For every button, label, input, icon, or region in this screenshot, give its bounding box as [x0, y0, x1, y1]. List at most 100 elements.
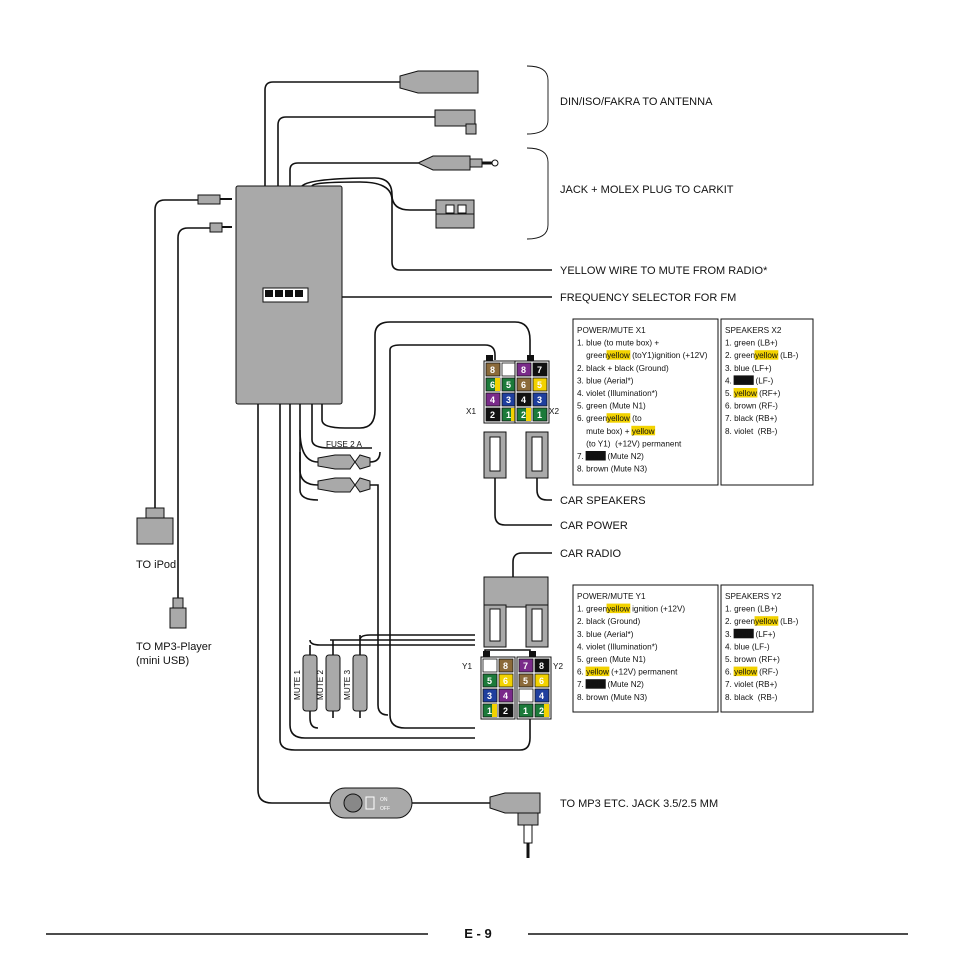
panel-text: 5. [577, 402, 586, 411]
color-highlight [606, 350, 631, 360]
connector-pin [532, 392, 548, 407]
label-mini-usb: (mini USB) [136, 655, 189, 667]
label-frequency-selector: FREQUENCY SELECTOR FOR FM [560, 292, 736, 304]
wire-antenna-fakra [277, 116, 435, 186]
ipod-audio-plugs [197, 194, 232, 233]
panel-text: 2. black (Ground) [577, 617, 641, 626]
connector-pin [498, 658, 514, 673]
panel-title: POWER/MUTE X1 [577, 326, 646, 335]
panel-text: violet [734, 680, 754, 689]
pin-number: 3 [537, 395, 542, 405]
color-highlight [631, 425, 656, 436]
panel-text: (Mute N1) [607, 402, 646, 411]
panel-text: yellow [632, 427, 655, 436]
pin-number: 4 [521, 395, 526, 405]
pin-number: 6 [521, 380, 526, 390]
page-number: E - 9 [464, 926, 491, 941]
panel-power-mute-x1: POWER/MUTE X11. blue (to mute box) + gre… [572, 318, 719, 486]
color-highlight [585, 679, 606, 689]
connector-pin [532, 407, 548, 422]
panel-text: brown [586, 693, 609, 702]
connector-pin [532, 362, 548, 377]
mini-usb-connector [169, 597, 187, 629]
pin-number: 5 [487, 676, 492, 686]
panel-text: yellow [607, 414, 630, 423]
panel-text: 5. [725, 655, 734, 664]
panel-text: 1. [725, 605, 734, 614]
panel-text: (RF-) [756, 402, 778, 411]
panel-text: green [734, 351, 755, 360]
wires [154, 81, 552, 804]
wire-x1-left [311, 404, 372, 449]
panel-title: POWER/MUTE Y1 [577, 592, 646, 601]
pin-stripe [526, 408, 531, 421]
panel-text: blue [586, 376, 602, 385]
label-mute2: MUTE 2 [316, 670, 325, 700]
connector-pin [498, 673, 514, 688]
panel-text: white [733, 376, 754, 385]
wire-x1-top [321, 321, 531, 429]
panel-text: (LF+) [753, 630, 775, 639]
pin-number: 6 [539, 676, 544, 686]
switch-on-label: ON [380, 797, 388, 803]
panel-text: 5. [577, 655, 586, 664]
wire-car-power [494, 478, 552, 526]
panel-text: 7. [577, 452, 586, 461]
panel-text: (Aerial*) [602, 376, 634, 385]
connector-pin [518, 673, 534, 688]
panel-text: 8. [577, 693, 586, 702]
frequency-dip-switch[interactable] [262, 287, 309, 303]
connector-latch [529, 651, 536, 657]
wire-mini-usb [177, 227, 210, 600]
car-power-socket [483, 431, 507, 479]
connector-pin [482, 688, 498, 703]
panel-text: (Illumination*) [605, 642, 658, 651]
connector-pin [485, 407, 501, 422]
panel-text: (LB-) [778, 617, 799, 626]
panel-text: yellow [607, 605, 630, 614]
pin-number: 4 [490, 395, 495, 405]
panel-text: 7. black (RB+) [725, 414, 777, 423]
panel-text: (RF+) [757, 389, 781, 398]
panel-text: 5. [725, 389, 734, 398]
panel-text: violet [734, 427, 754, 436]
pin-number: 7 [537, 365, 542, 375]
wire-ipod [154, 199, 198, 510]
car-radio-socket [483, 576, 549, 648]
label-y1: Y1 [462, 662, 472, 671]
mp3-jack-plug [489, 792, 541, 858]
panel-text: 1. [725, 339, 734, 348]
pin-stripe [544, 704, 549, 717]
pin-number: 3 [487, 691, 492, 701]
color-highlight [733, 388, 758, 398]
panel-title: SPEAKERS Y2 [725, 592, 782, 601]
panel-text: (Mute N3) [608, 465, 647, 474]
pin-number: 3 [506, 395, 511, 405]
connector-pin [534, 688, 550, 703]
pin-number: 5 [537, 380, 542, 390]
color-highlight [585, 666, 610, 677]
panel-text: 2. black + black (Ground) [577, 364, 669, 373]
panel-text: green [586, 655, 607, 664]
pin-number: 2 [503, 706, 508, 716]
pin-number: 2 [490, 410, 495, 420]
on-off-switch[interactable]: ON OFF [329, 787, 413, 819]
panel-text: 8. [725, 427, 734, 436]
wire-fuse1-right [369, 451, 381, 463]
panel-text: (LB+) [755, 605, 778, 614]
panel-text: 7. [725, 680, 734, 689]
connector-latch [483, 651, 490, 657]
color-highlight [733, 666, 758, 677]
panel-text: green [734, 617, 755, 626]
panel-text: (to mute box) + [602, 339, 660, 348]
pin-number: 5 [523, 676, 528, 686]
panel-text: violet [586, 389, 606, 398]
panel-text: (RB-) [753, 427, 777, 436]
panel-text: 4. [725, 642, 734, 651]
wire-mute-yellow [311, 181, 552, 271]
